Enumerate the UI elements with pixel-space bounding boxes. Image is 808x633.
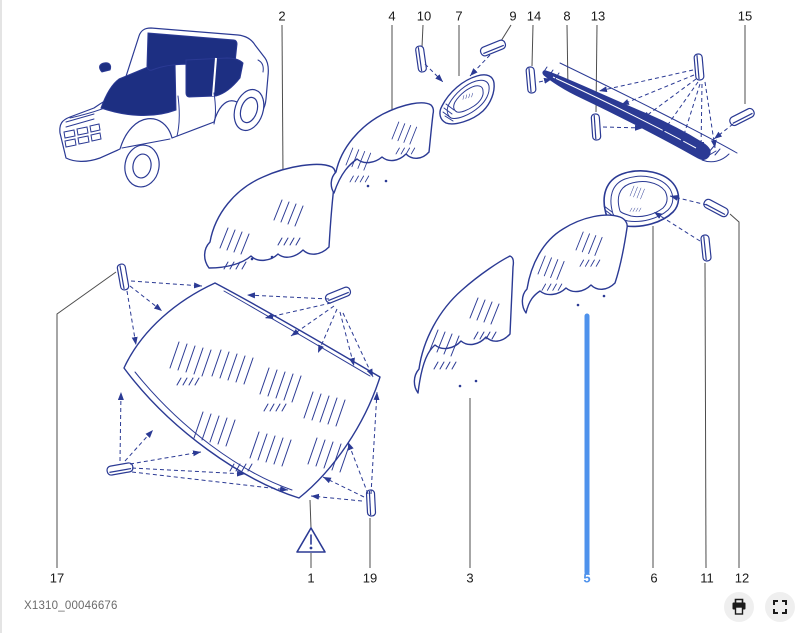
part-clip-17[interactable] [116,263,130,291]
part-clip-8-fastener[interactable] [693,53,705,81]
fullscreen-button[interactable] [765,592,795,622]
callout-19[interactable]: 19 [362,570,378,586]
callout-1[interactable]: 1 [307,570,315,586]
callout-7[interactable]: 7 [455,8,463,24]
callout-17[interactable]: 17 [49,570,65,586]
callout-11[interactable]: 11 [700,570,714,586]
car-mirror [99,62,112,73]
part-clip-11[interactable] [700,234,712,262]
print-button[interactable] [724,592,754,622]
callout-leader-lines [56,24,746,569]
callout-14[interactable]: 14 [526,8,542,24]
part-glass-4[interactable] [330,102,435,194]
part-windshield-1[interactable] [123,282,381,499]
part-pad-windshield-top[interactable] [324,286,352,304]
callout-9[interactable]: 9 [509,8,517,24]
callout-10[interactable]: 10 [416,8,432,24]
part-glass-5[interactable] [521,214,628,314]
part-vent-glass-7[interactable] [439,74,495,125]
part-clip-10[interactable] [415,45,427,73]
vehicle-overview-illustration [59,27,269,188]
footer-actions [724,592,795,622]
part-glass-2[interactable] [203,163,337,270]
part-pad-9[interactable] [479,39,507,57]
printer-icon [732,598,746,615]
callout-13[interactable]: 13 [590,8,606,24]
callout-4[interactable]: 4 [388,8,396,24]
part-pad-12[interactable] [702,198,729,218]
parts-diagram [56,24,755,575]
part-clip-13[interactable] [590,113,602,141]
part-clip-14[interactable] [525,66,537,94]
mounting-arrows [117,54,734,502]
part-clip-19[interactable] [365,489,377,517]
part-roof-trim-8[interactable] [542,62,738,163]
part-pad-windshield-bottom[interactable] [106,462,134,476]
figure-reference: X1310_00046676 [24,600,118,612]
part-glass-3[interactable] [413,255,515,394]
callout-12[interactable]: 12 [734,570,750,586]
callout-5-selected[interactable]: 5 [583,570,591,586]
fullscreen-icon [773,600,787,614]
warning-triangle-icon [296,527,326,553]
callout-8[interactable]: 8 [563,8,571,24]
callout-6[interactable]: 6 [650,570,658,586]
callout-2[interactable]: 2 [278,8,286,24]
part-pad-15[interactable] [728,107,755,127]
callout-3[interactable]: 3 [466,570,474,586]
callout-15[interactable]: 15 [737,8,753,24]
